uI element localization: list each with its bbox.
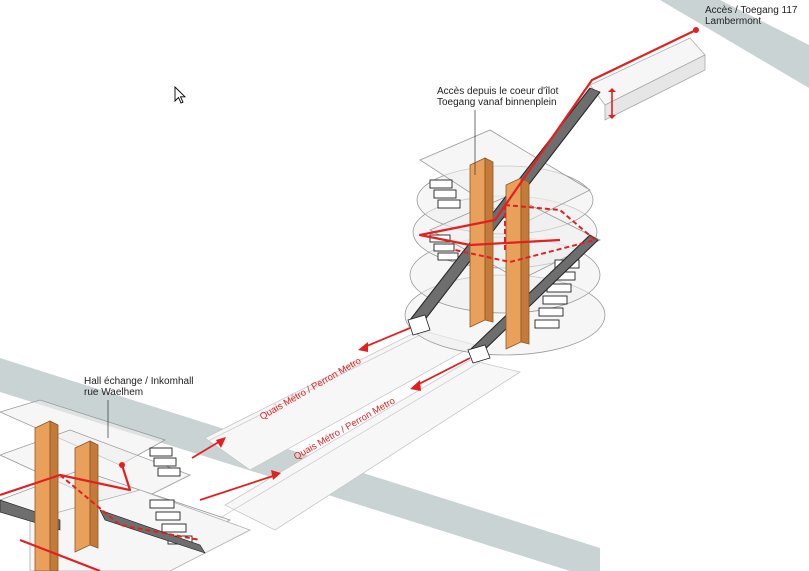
column-right-a bbox=[469, 157, 486, 328]
route-left bbox=[0, 437, 281, 571]
route-right bbox=[358, 27, 699, 391]
platform-corridor bbox=[199, 329, 522, 531]
mouse-cursor-icon bbox=[174, 85, 187, 104]
street-band-top-right bbox=[660, 0, 809, 88]
lambermont-tunnel bbox=[589, 37, 706, 121]
label-acces-ilot-1: Accès depuis le coeur d'îlot bbox=[437, 86, 559, 97]
label-acces-lambermont-1: Accès / Toegang 117 bbox=[705, 5, 798, 16]
columns-left bbox=[34, 420, 99, 571]
column-right-b bbox=[505, 177, 522, 350]
label-acces-lambermont-2: Lambermont bbox=[705, 16, 761, 27]
label-hall-2: rue Waelhem bbox=[84, 387, 143, 398]
columns-right bbox=[469, 157, 530, 350]
leader-lines bbox=[107, 110, 476, 438]
column-left-b bbox=[74, 440, 91, 553]
label-acces-ilot-2: Toegang vanaf binnenplein bbox=[437, 97, 557, 108]
column-left-a bbox=[34, 420, 51, 571]
hall-left bbox=[0, 399, 251, 571]
label-hall-1: Hall échange / Inkomhall bbox=[84, 376, 194, 387]
